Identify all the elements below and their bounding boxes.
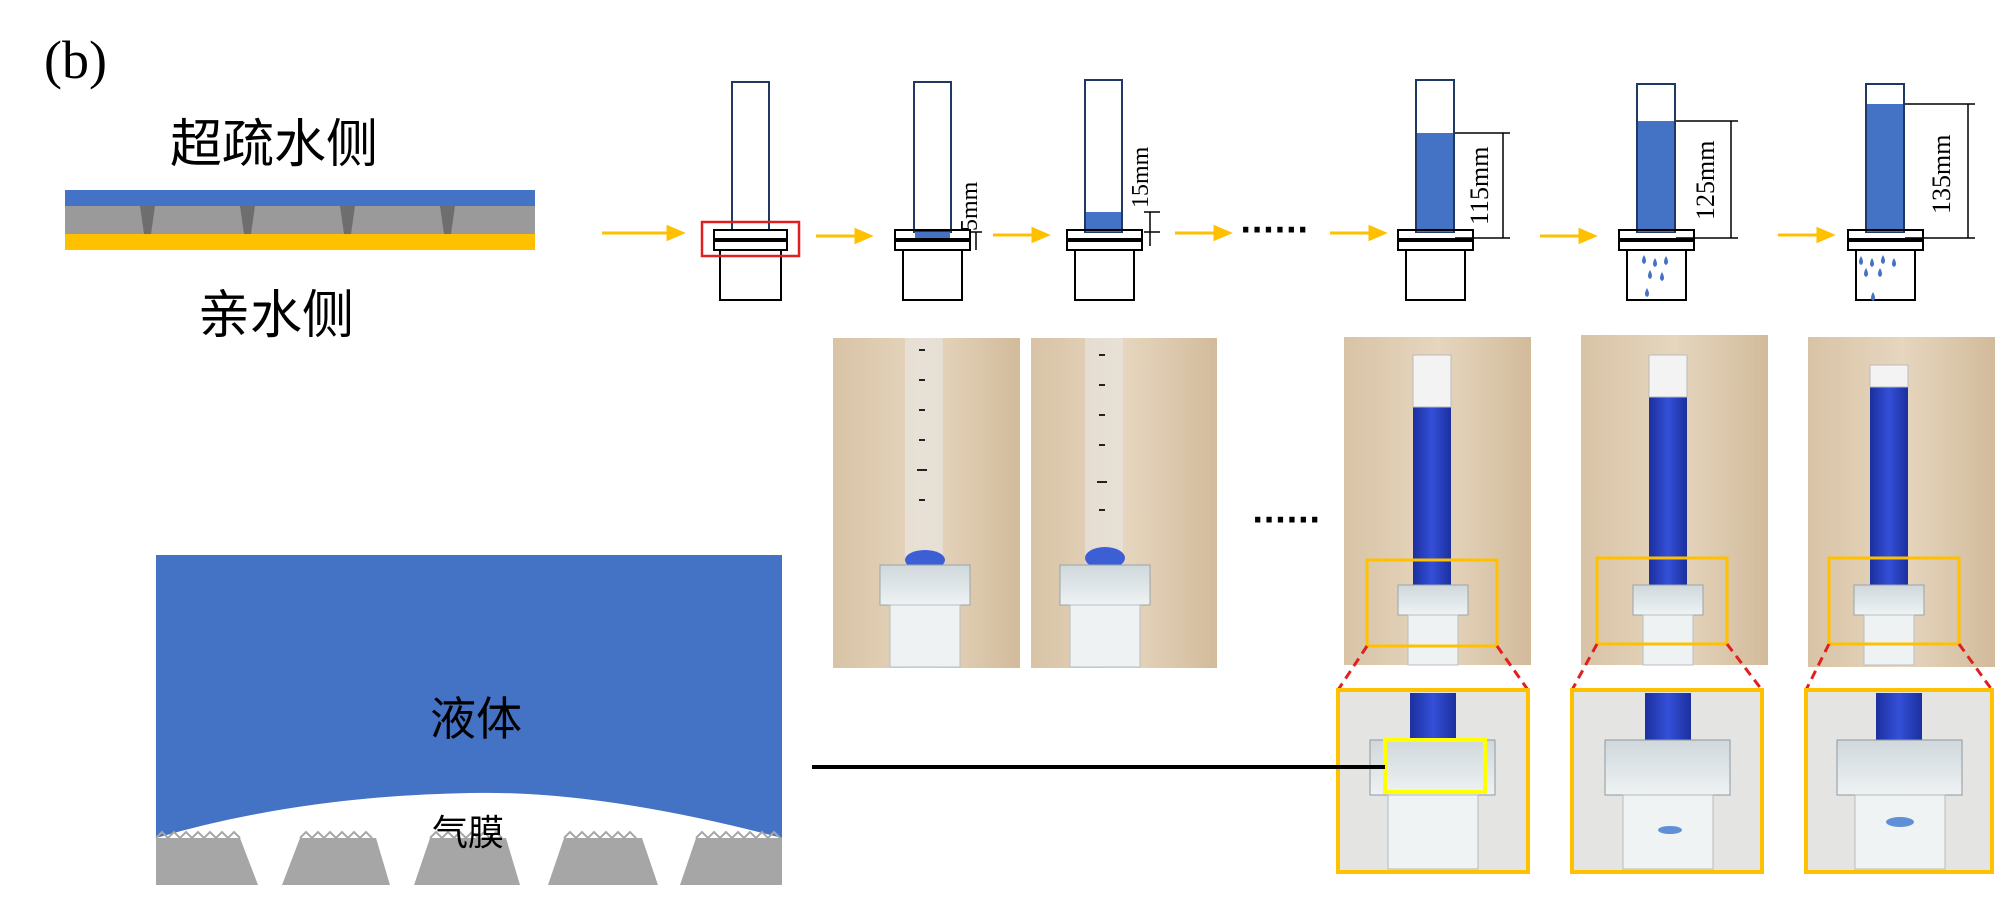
membrane-layer [65,206,535,234]
height-label-135mm: 135mm [1927,135,1956,214]
schematic-step-5mm: 5mm [894,81,983,301]
zoom-guides [1336,643,1994,691]
superhydrophobic-side-label: 超疏水侧 [170,115,378,175]
water-drop-icon [1859,255,1896,301]
photo-highlight-box [1595,556,1729,646]
water-drop-icon [1642,255,1668,297]
schematic-step-15mm: 15mm [1066,79,1160,301]
superhydrophobic-layer [65,190,535,206]
zoom-photo-2 [1570,688,1764,874]
height-label-125mm: 125mm [1691,141,1720,220]
photo-step-2 [1031,338,1217,668]
photo-highlight-box [1827,556,1961,646]
photo-step-5 [1808,337,1995,667]
hydrophilic-side-label: 亲水侧 [198,286,354,346]
air-film-diagram: 液体 气膜 [155,555,782,885]
schematic-step-135mm: 135mm [1847,83,1975,301]
air-film-label: 气膜 [432,813,504,854]
process-schematic: 5mm 15mm ······ 115mm [602,79,1975,301]
liquid-label: 液体 [430,692,522,746]
photo-highlight-box [1365,558,1499,648]
membrane-pillars [156,838,782,885]
hydrophilic-layer [65,234,535,250]
liquid-region [156,555,782,838]
zoom-photo-1 [1336,688,1530,874]
zoom-photo-3 [1804,688,1994,874]
height-label-115mm: 115mm [1465,147,1494,225]
height-label-5mm: 5mm [957,181,983,231]
zoomed-photos [1336,688,1994,874]
height-label-15mm: 15mm [1128,146,1154,208]
schematic-step-125mm: 125mm [1618,83,1738,301]
membrane-cross-section: 超疏水侧 亲水侧 [65,115,535,346]
schematic-ellipsis: ······ [1240,213,1308,248]
schematic-step-115mm: 115mm [1397,79,1510,301]
process-arrows [602,224,1836,245]
schematic-step-empty [700,81,801,301]
hierarchical-roughness [155,830,781,840]
photo-step-4 [1581,335,1768,666]
photo-step-1 [833,338,1020,668]
photo-step-3 [1344,337,1531,666]
panel-label: (b) [44,30,107,90]
photo-ellipsis: ······ [1252,503,1320,538]
start-highlight-box [700,220,801,258]
photo-row: ······ [833,335,1995,668]
